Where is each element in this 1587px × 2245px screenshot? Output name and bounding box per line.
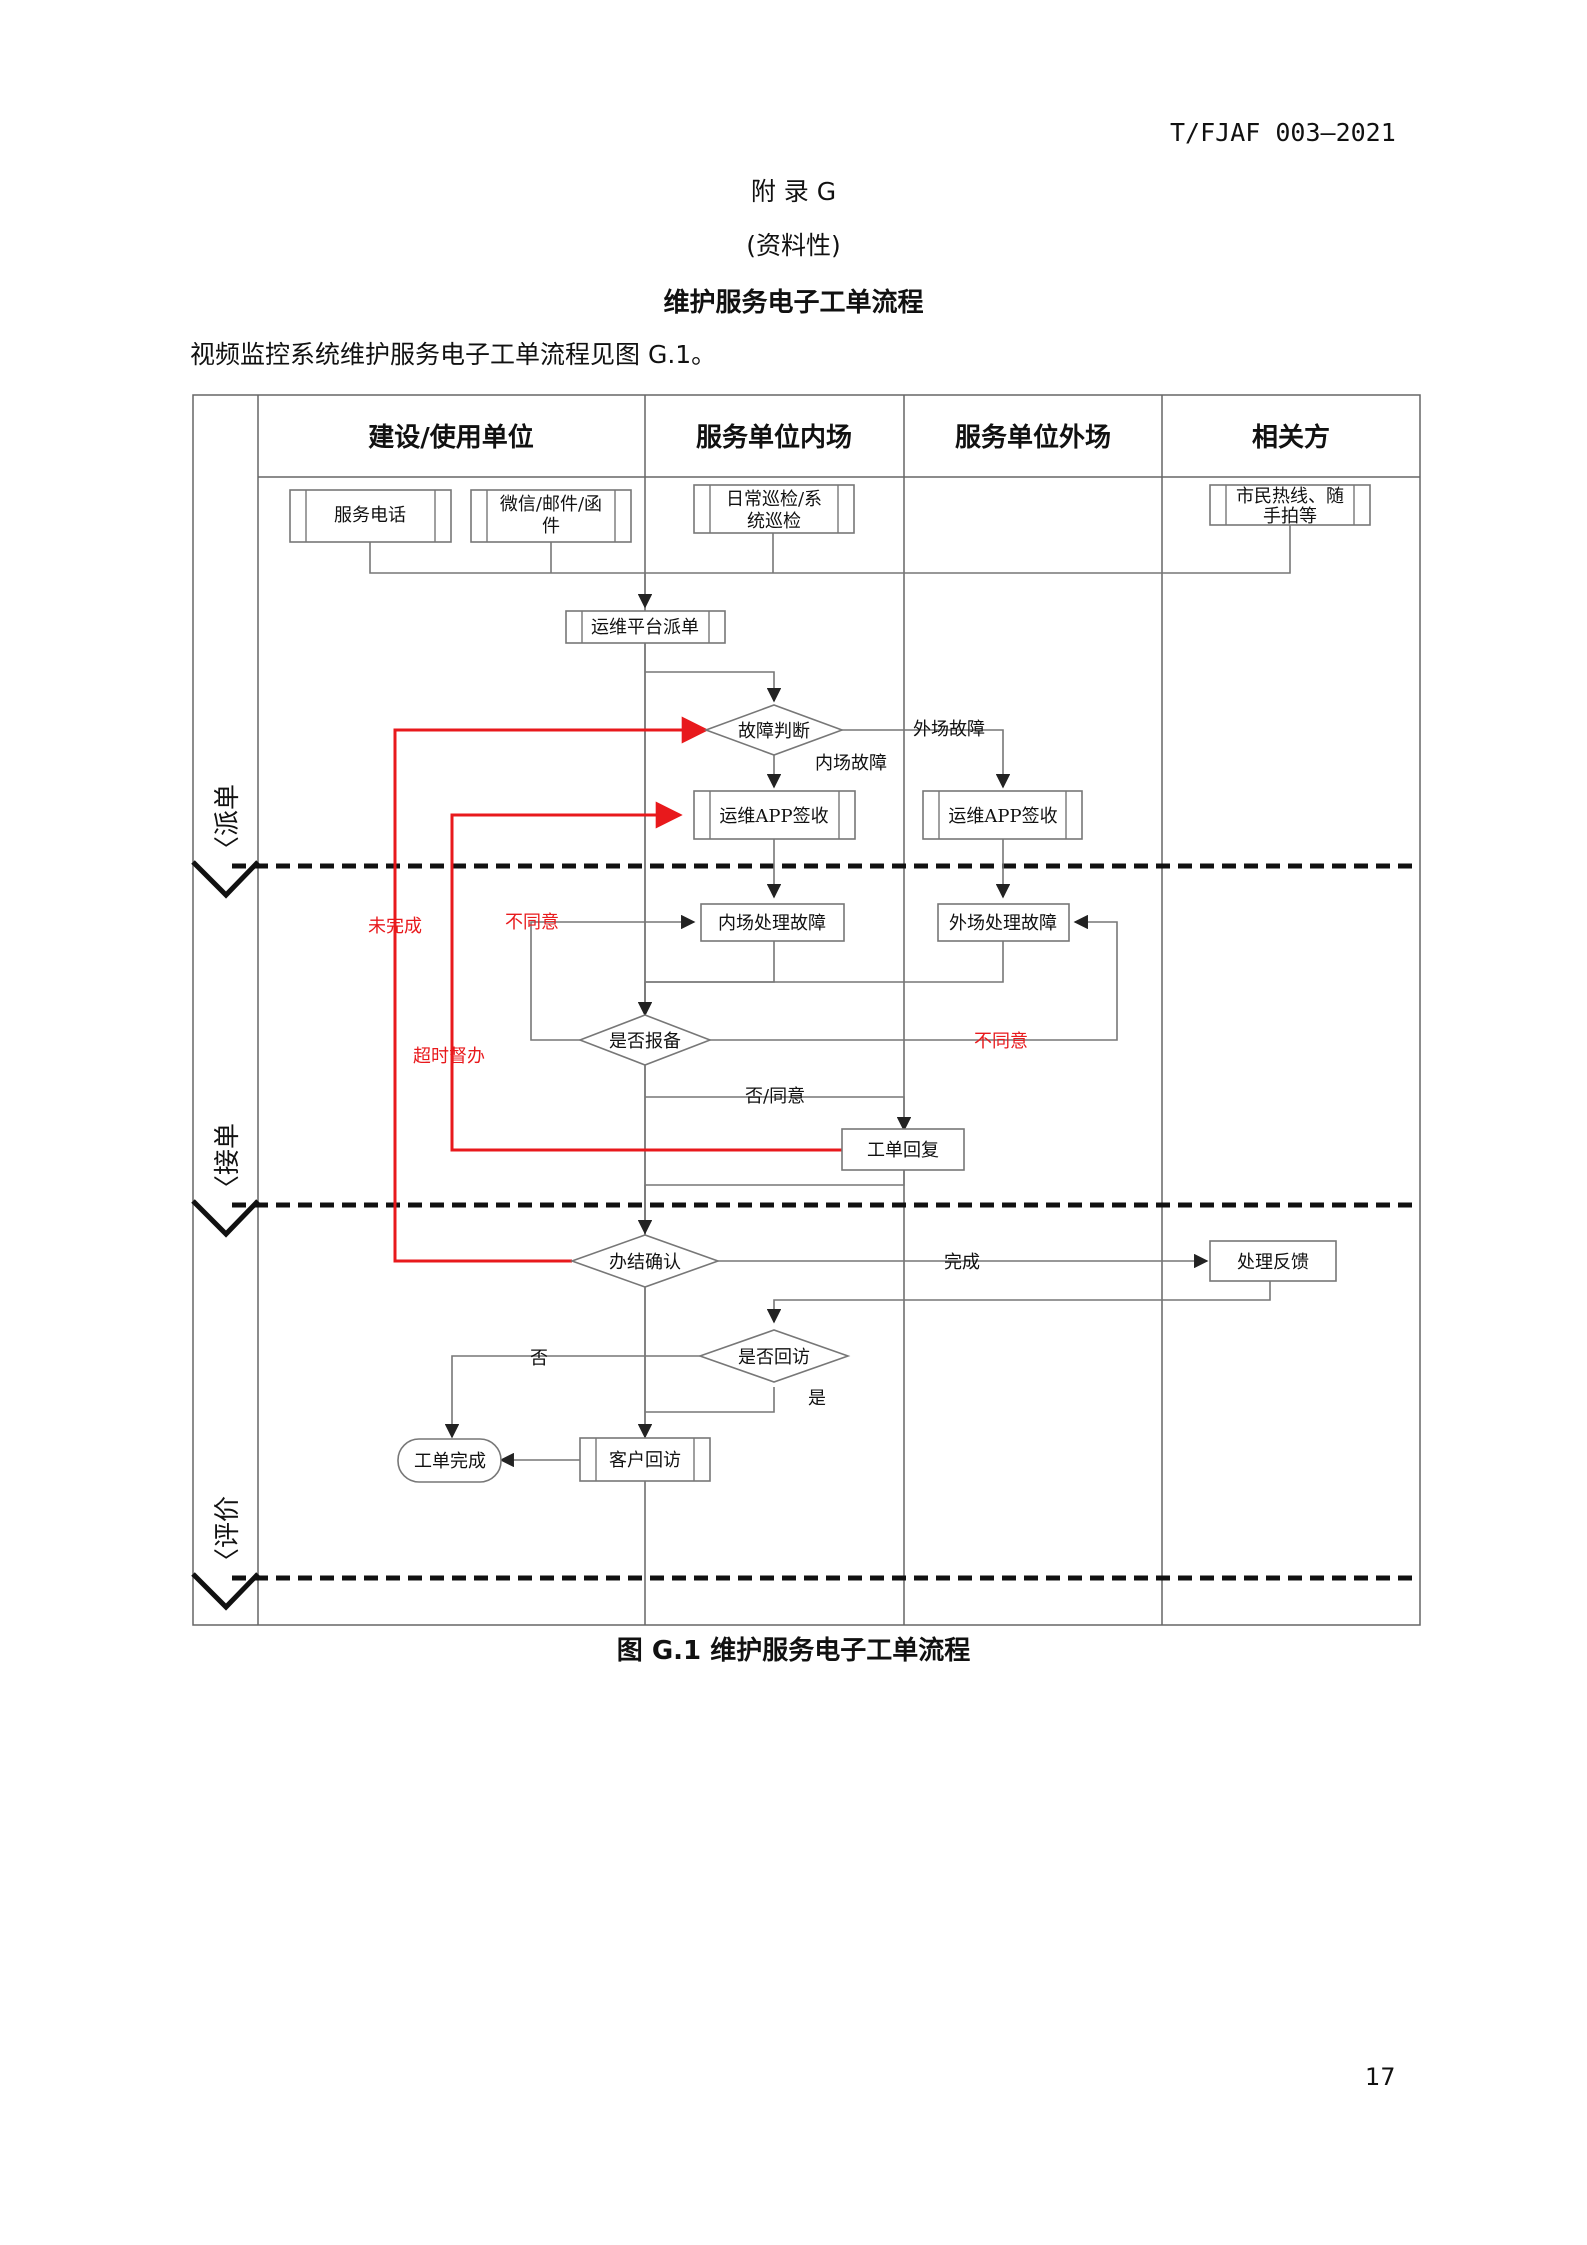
node-report-question	[577, 1014, 713, 1066]
edge-overtime: 超时督办	[413, 1046, 485, 1067]
label-revisit: 客户回访	[609, 1450, 681, 1471]
phase-label-accept: 〈接单	[213, 1123, 243, 1201]
label-daily-patrol-1: 日常巡检/系	[726, 489, 822, 510]
node-app-sign-out	[922, 790, 1083, 840]
figure-caption: 图 G.1 维护服务电子工单流程	[616, 1636, 971, 1666]
label-fault-judge: 故障判断	[738, 721, 810, 742]
label-feedback: 处理反馈	[1237, 1252, 1309, 1273]
node-handle-out	[937, 903, 1070, 942]
label-app-sign-out: 运维APP签收	[948, 806, 1057, 827]
node-wechat-mail	[470, 489, 632, 543]
label-handle-in: 内场处理故障	[718, 913, 826, 934]
label-handle-out: 外场处理故障	[949, 913, 1057, 934]
node-feedback	[1209, 1240, 1337, 1282]
node-daily-patrol	[693, 484, 855, 534]
label-dispatch: 运维平台派单	[591, 617, 699, 638]
edge-completed: 完成	[944, 1252, 980, 1273]
label-wechat-mail-2: 件	[542, 516, 560, 537]
node-revisit	[579, 1437, 711, 1482]
label-confirm: 办结确认	[609, 1252, 681, 1273]
lane-header-owner: 建设/使用单位	[368, 422, 534, 453]
lane-header-infield: 服务单位内场	[696, 422, 852, 453]
edge-yes: 是	[808, 1388, 826, 1409]
page-number: 17	[1365, 2063, 1396, 2091]
node-handle-in	[700, 903, 845, 942]
label-wechat-mail-1: 微信/邮件/函	[500, 494, 602, 515]
label-app-sign-in: 运维APP签收	[719, 806, 828, 827]
label-done: 工单完成	[414, 1451, 486, 1472]
phase-label-evaluate: 〈评价	[213, 1496, 243, 1574]
node-service-phone	[289, 489, 452, 543]
edge-no: 否	[530, 1348, 548, 1369]
label-daily-patrol-2: 统巡检	[747, 511, 801, 532]
edge-infield-fault: 内场故障	[815, 753, 887, 774]
label-report-question: 是否报备	[609, 1031, 681, 1052]
node-hotline	[1209, 484, 1371, 526]
label-reply: 工单回复	[867, 1140, 939, 1161]
node-app-sign-in	[693, 790, 856, 840]
node-done	[397, 1438, 502, 1483]
label-service-phone: 服务电话	[334, 505, 406, 526]
node-fault-judge	[703, 704, 845, 756]
swimlane-grid	[192, 394, 1421, 1626]
phase-label-dispatch: 〈派单	[213, 784, 243, 862]
document-code: T/FJAF 003—2021	[1170, 118, 1396, 147]
edge-disagree-left: 不同意	[505, 912, 559, 933]
node-confirm	[569, 1234, 721, 1288]
edge-outfield-fault: 外场故障	[913, 719, 985, 740]
edge-disagree-right: 不同意	[974, 1031, 1028, 1052]
lane-header-outfield: 服务单位外场	[955, 422, 1111, 453]
node-reply	[841, 1128, 965, 1171]
node-dispatch	[565, 610, 726, 644]
edge-not-completed: 未完成	[368, 916, 422, 937]
label-hotline-1: 市民热线、随	[1236, 486, 1344, 507]
label-hotline-2: 手拍等	[1263, 506, 1317, 527]
edge-no-agree: 否/同意	[745, 1086, 805, 1107]
node-revisit-question	[697, 1329, 851, 1383]
intro-paragraph: 视频监控系统维护服务电子工单流程见图 G.1。	[190, 340, 717, 369]
appendix-type: (资料性)	[746, 231, 841, 260]
appendix-title: 附 录 G	[750, 177, 837, 206]
label-revisit-question: 是否回访	[738, 1347, 810, 1368]
lane-header-related: 相关方	[1252, 422, 1330, 453]
section-title: 维护服务电子工单流程	[663, 288, 924, 318]
